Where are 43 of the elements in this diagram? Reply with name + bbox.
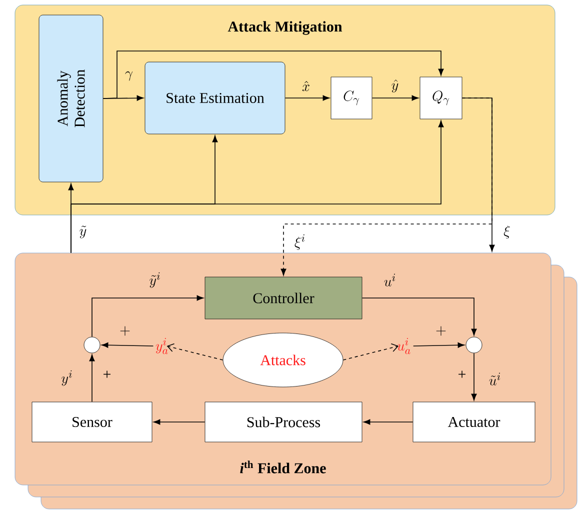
arrow	[412, 342, 465, 348]
arrow	[92, 295, 204, 338]
sign-label: +	[458, 370, 466, 378]
arrow	[471, 352, 477, 401]
edge-label: $\hat{y}$	[392, 80, 398, 93]
estimation-box: State Estimation	[144, 62, 286, 134]
edge-label: $+$	[120, 326, 130, 336]
controller-box: Controller	[204, 276, 362, 320]
edge-label: $\tilde{y}$	[80, 226, 86, 238]
sign-label: +	[104, 370, 110, 378]
edge-label: $\hat{x}$	[302, 81, 310, 92]
panel-title: Attack Mitigation	[228, 21, 342, 35]
arrow	[89, 354, 95, 402]
edge-label: $\xi^i$	[294, 234, 304, 250]
panel-title: i$^{th}$ Field Zone	[240, 460, 326, 474]
process-box: Sub-Process	[204, 402, 362, 442]
arrow	[284, 95, 330, 101]
edge-label: $\xi$	[504, 226, 510, 239]
arrow	[101, 342, 154, 348]
edge-label: $\gamma$	[125, 71, 133, 81]
edge-label: $\tilde{u}^i$	[489, 372, 500, 386]
arrow	[363, 419, 414, 425]
detection-box: Anomaly Detection	[38, 14, 104, 182]
arrow	[280, 98, 492, 276]
arrow	[166, 343, 224, 360]
block-box: $Q_\gamma$	[420, 76, 462, 120]
edge-label: $u^i$	[384, 274, 396, 286]
sensor-box: Sensor	[32, 402, 152, 442]
edge-label: $+$	[436, 326, 446, 336]
arrow	[102, 50, 444, 99]
arrow	[362, 298, 477, 336]
arrow	[70, 120, 444, 254]
arrow	[153, 419, 206, 425]
attack-signal-label: $u_a^i$	[397, 338, 410, 354]
edge-label: $\tilde{y}^i$	[150, 272, 160, 288]
arrow	[372, 95, 419, 101]
actuator-box: Actuator	[412, 402, 536, 442]
summing-junction	[84, 336, 100, 354]
summing-junction	[466, 336, 482, 354]
attack-signal-label: $y_a^i$	[156, 338, 168, 354]
block-box: $C_\gamma$	[330, 76, 372, 120]
edge-label: $y^i$	[62, 370, 72, 386]
arrow	[342, 343, 399, 360]
